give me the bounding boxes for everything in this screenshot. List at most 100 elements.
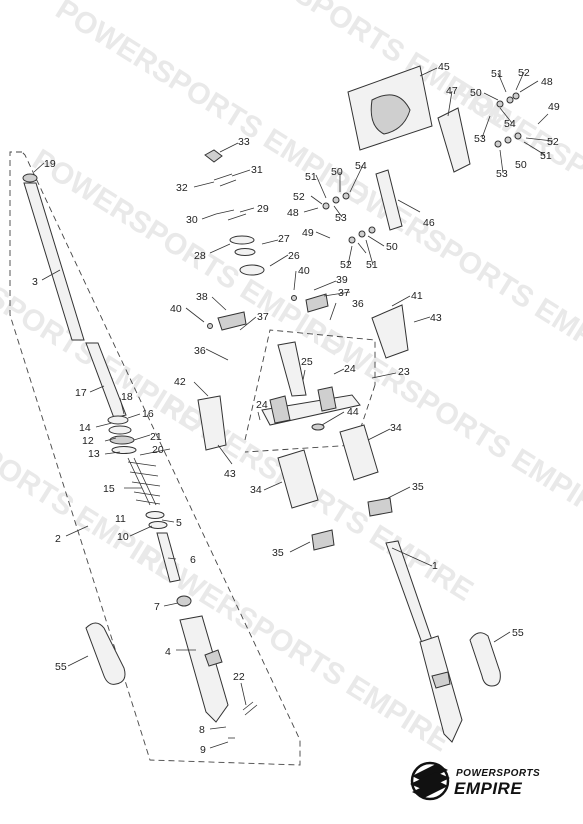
stem-hardware-stack (204, 149, 265, 276)
callout-18: 18 (121, 391, 133, 403)
callout-26: 26 (288, 250, 300, 262)
headlight-bracket (375, 169, 403, 231)
callout-32: 32 (176, 182, 188, 194)
callout-43b: 43 (430, 312, 442, 324)
callout-34b: 34 (250, 484, 262, 496)
clamp-lower (311, 529, 335, 551)
callout-44: 44 (347, 406, 359, 418)
callout-41: 41 (411, 290, 423, 302)
right-fork-assembly (385, 540, 463, 743)
callout-50d: 50 (515, 159, 527, 171)
callout-33: 33 (238, 136, 250, 148)
callout-54b: 54 (504, 118, 516, 130)
callout-12: 12 (82, 435, 94, 447)
callout-17: 17 (75, 387, 87, 399)
callout-50c: 50 (386, 241, 398, 253)
callout-49a: 49 (302, 227, 314, 239)
callout-37b: 37 (338, 287, 350, 299)
callout-30: 30 (186, 214, 198, 226)
callout-24b: 24 (344, 363, 356, 375)
callout-40a: 40 (298, 265, 310, 277)
callout-22: 22 (233, 671, 245, 683)
headlight-hardware (322, 92, 522, 244)
callout-50a: 50 (470, 87, 482, 99)
callout-38: 38 (196, 291, 208, 303)
callout-53c: 53 (496, 168, 508, 180)
callout-labels: 1 2 3 4 5 6 7 8 9 11 10 12 13 14 15 16 1… (32, 61, 560, 756)
callout-27: 27 (278, 233, 290, 245)
leader-lines (33, 67, 554, 749)
callout-8: 8 (199, 724, 205, 736)
callout-29: 29 (257, 203, 269, 215)
callout-3: 3 (32, 276, 38, 288)
callout-48b: 48 (541, 76, 553, 88)
callout-35a: 35 (412, 481, 424, 493)
callout-34a: 34 (390, 422, 402, 434)
callout-53b: 53 (474, 133, 486, 145)
callout-52b: 52 (293, 191, 305, 203)
callout-4: 4 (165, 646, 171, 658)
callout-52d: 52 (547, 136, 559, 148)
callout-11: 11 (115, 513, 126, 525)
callout-9: 9 (200, 744, 206, 756)
damper-rod (156, 532, 181, 583)
mounting-brackets (197, 293, 409, 451)
callout-21: 21 (150, 431, 162, 443)
fork-slider-left (179, 615, 229, 723)
callout-28: 28 (194, 250, 206, 262)
callout-25: 25 (301, 356, 313, 368)
callout-40b: 40 (170, 303, 182, 315)
fork-tube (23, 182, 85, 341)
damper-tube (85, 342, 127, 419)
fork-cover-right (339, 424, 379, 481)
callout-51a: 51 (491, 68, 503, 80)
callout-52a: 52 (518, 67, 530, 79)
callout-42: 42 (174, 376, 186, 388)
callout-2: 2 (55, 533, 61, 545)
callout-13: 13 (88, 448, 100, 460)
callout-49b: 49 (548, 101, 560, 113)
callout-48a: 48 (287, 207, 299, 219)
callout-43a: 43 (224, 468, 236, 480)
callout-37a: 37 (257, 311, 269, 323)
callout-54a: 54 (355, 160, 367, 172)
callout-1: 1 (432, 560, 438, 572)
callout-52c: 52 (340, 259, 352, 271)
brand-name-bottom: EMPIRE (454, 779, 522, 798)
callout-31: 31 (251, 164, 263, 176)
callout-24a: 24 (256, 399, 268, 411)
callout-23: 23 (398, 366, 410, 378)
callout-20: 20 (152, 444, 164, 456)
callout-46: 46 (423, 217, 435, 229)
callout-15: 15 (103, 483, 115, 495)
callout-10: 10 (117, 531, 129, 543)
left-fork-assembly (22, 173, 258, 739)
callout-14: 14 (79, 422, 91, 434)
callout-39: 39 (336, 274, 348, 286)
callout-51b: 51 (305, 171, 317, 183)
callout-35b: 35 (272, 547, 284, 559)
callout-36a: 36 (194, 345, 206, 357)
clamp-upper (367, 497, 393, 517)
brand-logo: POWERSPORTS EMPIRE (410, 761, 540, 801)
callout-53a: 53 (335, 212, 347, 224)
fork-gaiter-left (85, 622, 126, 685)
callout-50b: 50 (331, 166, 343, 178)
callout-45: 45 (438, 61, 450, 73)
callout-55b: 55 (512, 627, 524, 639)
left-fork-group-outline (9, 151, 301, 766)
fork-gaiter-right (469, 632, 501, 687)
callout-55a: 55 (55, 661, 67, 673)
callout-16: 16 (142, 408, 154, 420)
side-cover (437, 107, 471, 173)
bottom-yoke (261, 341, 361, 431)
callout-36b: 36 (352, 298, 364, 310)
callout-51d: 51 (540, 150, 552, 162)
fork-slider-right (419, 635, 463, 743)
callout-7: 7 (154, 601, 160, 613)
brand-name-top: POWERSPORTS (456, 768, 540, 779)
callout-5: 5 (176, 517, 182, 529)
callout-47: 47 (446, 85, 458, 97)
fork-cover-left (277, 449, 319, 509)
